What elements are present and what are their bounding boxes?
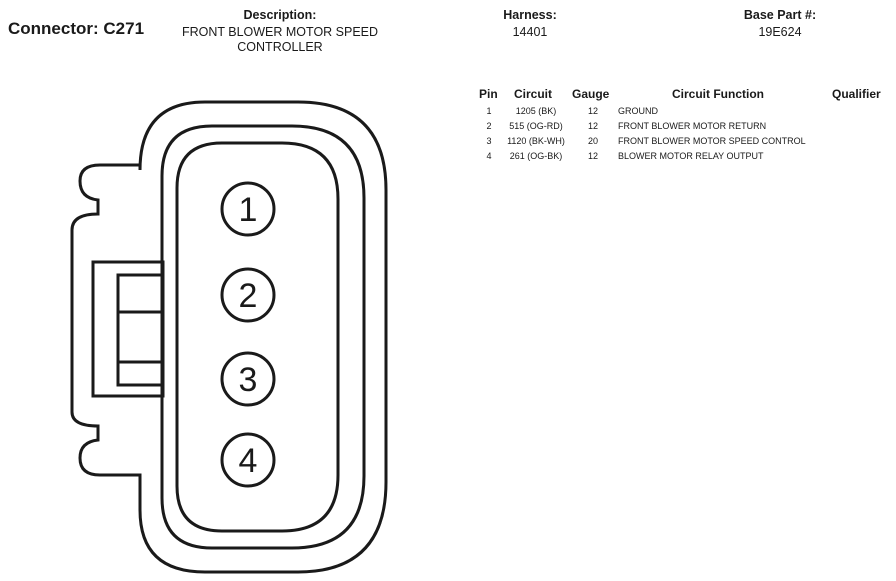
table-row: 3 1120 (BK-WH) 20 FRONT BLOWER MOTOR SPE… — [474, 136, 894, 151]
connector-face-diagram: 1 2 3 4 — [70, 100, 388, 574]
base-part-label: Base Part #: — [743, 8, 817, 22]
harness-label: Harness: — [503, 8, 557, 22]
base-part-value: 19E624 — [758, 25, 802, 39]
cell-pin: 3 — [486, 136, 492, 146]
pin-3-circle — [220, 351, 276, 407]
description-line-1: FRONT BLOWER MOTOR SPEED — [181, 25, 379, 39]
table-row: 2 515 (OG-RD) 12 FRONT BLOWER MOTOR RETU… — [474, 121, 894, 136]
pin-cavity-outline — [175, 141, 340, 533]
pin-2-circle — [220, 267, 276, 323]
cell-circuit: 261 (OG-BK) — [509, 151, 563, 161]
pin-1-circle — [220, 181, 276, 237]
cell-circuit: 515 (OG-RD) — [509, 121, 563, 131]
pin-2-label: 2 — [239, 277, 258, 315]
cell-circuit: 1205 (BK) — [515, 106, 557, 116]
latch-lock-outer — [91, 260, 165, 398]
description-label: Description: — [243, 8, 317, 22]
harness-value: 14401 — [512, 25, 548, 39]
connector-inner-outline — [160, 124, 366, 550]
description-value: FRONT BLOWER MOTOR SPEED CONTROLLER — [165, 25, 395, 55]
pin-3-label: 3 — [239, 361, 258, 399]
pin-1-label: 1 — [239, 191, 258, 229]
cell-gauge: 20 — [587, 136, 598, 146]
header-circuit: Circuit — [514, 87, 553, 101]
cell-pin: 4 — [486, 151, 492, 161]
cell-pin: 2 — [486, 121, 492, 131]
description-line-2: CONTROLLER — [237, 40, 323, 54]
connector-title: Connector: C271 — [8, 19, 145, 38]
cell-gauge: 12 — [587, 121, 598, 131]
table-row: 4 261 (OG-BK) 12 BLOWER MOTOR RELAY OUTP… — [474, 151, 894, 166]
latch-lock-inner — [116, 273, 165, 387]
cell-function: FRONT BLOWER MOTOR SPEED CONTROL — [618, 136, 806, 146]
table-row: 1 1205 (BK) 12 GROUND — [474, 106, 894, 121]
header-function: Circuit Function — [672, 87, 764, 101]
cell-function: FRONT BLOWER MOTOR RETURN — [618, 121, 767, 131]
cell-gauge: 12 — [587, 151, 598, 161]
connector-housing-outline — [70, 100, 388, 574]
header-qualifier: Qualifier — [832, 87, 881, 101]
cell-function: BLOWER MOTOR RELAY OUTPUT — [618, 151, 764, 161]
cell-function: GROUND — [618, 106, 658, 116]
cell-gauge: 12 — [587, 106, 598, 116]
pin-4-label: 4 — [239, 442, 258, 480]
header-gauge: Gauge — [572, 87, 610, 101]
cell-circuit: 1120 (BK-WH) — [507, 136, 565, 146]
pin-4-circle — [220, 432, 276, 488]
cell-pin: 1 — [486, 106, 492, 116]
header-pin: Pin — [479, 87, 498, 101]
